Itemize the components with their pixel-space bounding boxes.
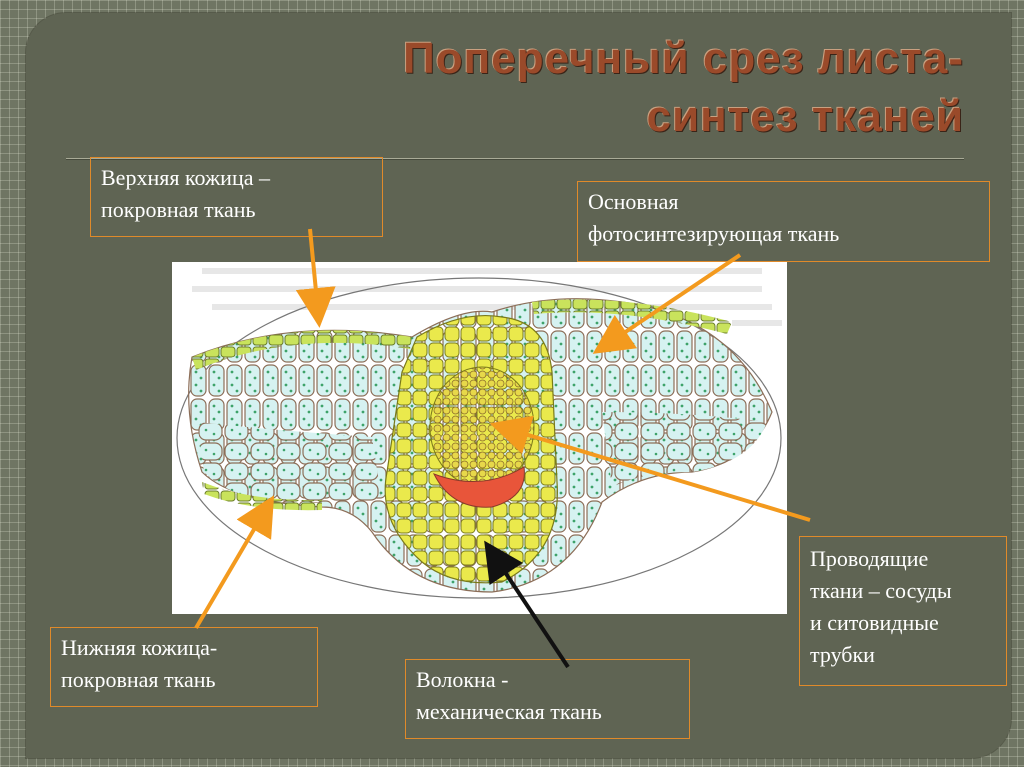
label-conducting-line2: ткани – сосуды: [810, 578, 952, 603]
label-upper-epidermis-line2: покровная ткань: [101, 197, 256, 222]
label-conducting-tissue: Проводящие ткани – сосуды и ситовидные т…: [799, 536, 1007, 686]
slide-title: Поперечный срез листа- синтез тканей: [264, 30, 964, 146]
label-fibers: Волокна - механическая ткань: [405, 659, 690, 739]
title-line-2: синтез тканей: [646, 92, 964, 141]
label-conducting-line1: Проводящие: [810, 546, 929, 571]
label-lower-epidermis-line2: покровная ткань: [61, 667, 216, 692]
label-upper-epidermis-line1: Верхняя кожица –: [101, 165, 270, 190]
label-upper-epidermis: Верхняя кожица – покровная ткань: [90, 157, 383, 237]
label-conducting-line3: и ситовидные: [810, 610, 939, 635]
label-lower-epidermis: Нижняя кожица- покровная ткань: [50, 627, 318, 707]
label-ground-tissue-line2: фотосинтезирующая ткань: [588, 221, 840, 246]
title-line-1: Поперечный срез листа-: [403, 34, 964, 83]
label-ground-tissue-line1: Основная: [588, 189, 679, 214]
label-lower-epidermis-line1: Нижняя кожица-: [61, 635, 218, 660]
leaf-cross-section-illustration: [172, 262, 787, 614]
title-divider: [66, 158, 964, 159]
label-conducting-line4: трубки: [810, 642, 875, 667]
label-fibers-line1: Волокна -: [416, 667, 509, 692]
label-ground-tissue: Основная фотосинтезирующая ткань: [577, 181, 990, 262]
label-fibers-line2: механическая ткань: [416, 699, 602, 724]
